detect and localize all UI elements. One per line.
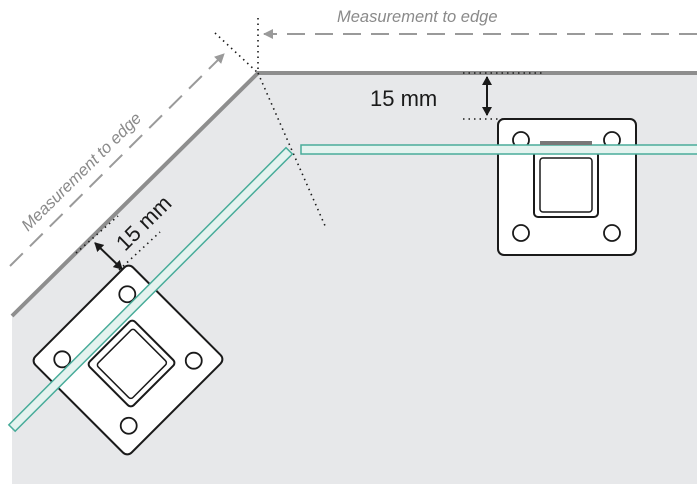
plate-hole (184, 351, 203, 370)
dimension-guide-left-plate (118, 231, 161, 271)
clamp-gasket-right (540, 141, 592, 145)
clamp-inner (96, 328, 168, 400)
clamp-inner (539, 157, 593, 213)
plate-hole (512, 224, 530, 242)
corner-guide-line-long (257, 72, 327, 229)
dimension-arrow-left (94, 242, 123, 270)
glass-panel-right (300, 144, 697, 155)
fixing-plate-left (32, 264, 224, 456)
dimension-label-right: 15 mm (370, 86, 437, 111)
measurement-label-top: Measurement to edge (337, 8, 498, 26)
dimension-guide-left-edge (75, 215, 119, 254)
plate-hole (603, 224, 621, 242)
glass-panel-left (7, 146, 294, 433)
measurement-arrow-diagonal (9, 53, 225, 267)
fixing-plate-right (497, 118, 637, 256)
plate-hole (119, 416, 138, 435)
corner-guide-line-top (214, 32, 259, 74)
